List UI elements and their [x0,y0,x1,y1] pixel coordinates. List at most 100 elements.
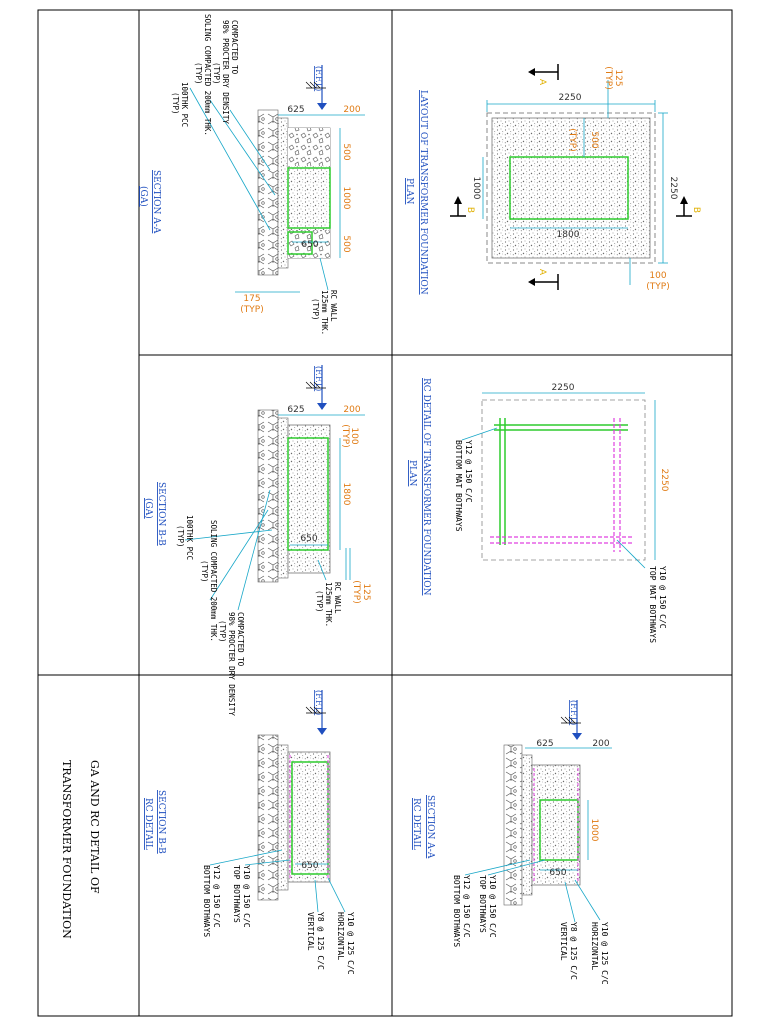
rc-aa-pcc [521,754,533,896]
ga-bb-title: SECTION B-B [156,482,166,546]
ga-aa-pit [287,167,331,229]
rc-plan-top-mat-1: Y10 @ 150 C/C [658,566,667,629]
ga-bb-dim-200: 200 [343,405,360,415]
ga-aa-note-wall-1: RC WALL [329,290,338,322]
ga-bb-note-compacted-1: COMPACTED TO [236,612,245,667]
rc-aa-dim-625: 625 [536,739,553,749]
rc-aa-note4-2: BOTTOM BOTHWAYS [452,875,461,947]
ground-symbols [305,81,581,724]
section-label-a-bottom: A [537,269,547,276]
rc-plan-top-mat-2: TOP MAT BOTHWAYS [648,566,657,643]
ga-aa-dim-500b: 500 [341,235,351,252]
rc-aa-soling [503,744,523,906]
plan-dim-125: 125 [613,69,623,86]
sheet-frame [37,9,733,1017]
rc-bb-pcc [277,744,289,891]
ga-aa-dim-200: 200 [343,105,360,115]
rc-plan-bottom-mat-1: Y12 @ 150 C/C [464,440,473,503]
ga-bb-pcc [277,417,289,579]
rc-bb-note3-1: Y10 @ 150 C/C [242,865,251,928]
rc-bb-ffl: (F.F.L) [314,690,323,715]
rc-section-bb: (F.F.L) 650 Y10 @ 125 C/C HORIZONTAL Y8 … [143,690,355,975]
ga-aa-pit-bottom [287,231,313,255]
rc-bb-note4-2: BOTTOM BOTHWAYS [202,865,211,937]
ga-aa-note-wall-2: 125mm THK. [320,290,329,335]
plan-dim-offset-typ: (TYP) [567,128,577,151]
rc-aa-title: SECTION A-A [425,795,435,859]
ga-bb-note-wall-2: 125mm THK. [324,582,333,627]
ga-bb-dim-100: 100 [349,427,359,444]
ga-aa-note-compacted-1: COMPACTED TO [230,20,239,75]
rc-bb-note1-1: Y10 @ 125 C/C [346,912,355,975]
rc-bb-soling [257,734,279,901]
ga-aa-subtitle: (GA) [138,186,149,207]
plan-dim-offset: 500 [589,131,599,148]
ga-bb-pit [287,437,329,551]
section-marker-a-top [528,64,559,80]
ga-aa-soling [257,109,279,276]
rc-bb-dim-650: 650 [301,861,318,871]
ga-aa-dim-175-typ: (TYP) [240,305,263,315]
rc-aa-note1-1: Y10 @ 125 C/C [600,922,609,985]
rc-plan-dim-top: 2250 [552,383,575,393]
rc-plan-outline [481,399,646,561]
rc-bb-subtitle: RC DETAIL [143,798,153,850]
ga-bb-note-wall-1: RC WALL [333,582,342,614]
ga-bb-note-wall-3: (TYP) [315,590,324,613]
ga-bb-dim-625: 625 [287,405,304,415]
ga-aa-note-pcc-2: (TYP) [171,92,180,115]
ga-aa-note-soling-2: (TYP) [194,62,203,85]
ga-aa-note-compacted-2: 98% PROCTER DRY DENSITY [221,20,230,124]
rc-bb-note3-2: TOP BOTHWAYS [232,865,241,923]
ga-aa-title: SECTION A-A [151,170,161,234]
plan-dim-100-typ: (TYP) [646,282,669,292]
ga-aa-dim-175: 175 [243,294,260,304]
plan-dim-overall-top: 2250 [559,93,582,103]
ga-aa-ffl: (F.F.L) [314,66,323,91]
ga-aa-pcc [277,117,289,269]
rc-bb-title: SECTION B-B [156,790,166,854]
ga-bb-dim-1800: 1800 [341,483,351,506]
ga-bb-note-pcc-1: 100THK PCC [185,515,194,560]
rc-bb-pit [291,761,329,875]
plan-dim-100: 100 [649,271,666,281]
rc-aa-note3-2: TOP BOTHWAYS [478,875,487,933]
rc-plan-dim-side: 2250 [659,469,669,492]
rc-aa-dim-200: 200 [592,739,609,749]
rc-aa-pit [539,799,579,861]
plan-outline-dashed [486,112,656,264]
rc-bb-note2-2: VERTICAL [306,912,315,951]
title-line-1: GA AND RC DETAIL OF [88,760,101,894]
rc-plan: 2250 2250 Y12 @ 150 C/C BOTTOM MAT BOTHW… [407,378,669,643]
ga-aa-note-wall-3: (TYP) [311,298,320,321]
ga-aa-dim-650: 650 [301,240,318,250]
ga-bb-subtitle: (GA) [143,498,154,519]
rc-aa-note2-2: VERTICAL [559,922,568,961]
rc-plan-subtitle: PLAN [407,460,417,487]
rc-aa-subtitle: RC DETAIL [411,798,421,850]
ga-aa-dim-500a: 500 [341,143,351,160]
section-label-b-left: B [465,207,475,213]
rc-aa-note4-1: Y12 @ 150 C/C [462,875,471,938]
rc-bb-note2-1: Y8 @ 125 C/C [316,912,325,970]
ga-bb-dim-125: 125 [361,583,371,600]
ga-bb-note-compacted-2: 98% PROCTER DRY DENSITY [227,612,236,716]
ga-aa-dim-625: 625 [287,105,304,115]
ga-aa-note-pcc-1: 100THK PCC [180,82,189,127]
section-marker-b-left [450,196,466,217]
rc-aa-note3-1: Y10 @ 150 C/C [488,875,497,938]
rc-bb-note1-2: HORIZONTAL [336,912,345,960]
rc-aa-note2-1: Y8 @ 125 C/C [569,922,578,980]
rc-section-aa: (F.F.L) 625 200 1000 650 Y10 @ 125 C/C H… [411,700,612,985]
section-label-b-right: B [691,207,701,213]
ga-bb-ffl: (F.F.L) [314,366,323,391]
rc-aa-dim-650: 650 [549,868,566,878]
layout-plan-subtitle: PLAN [404,178,414,205]
rc-bb-note4-1: Y12 @ 150 C/C [212,865,221,928]
ga-aa-note-soling-1: SOLING COMPACTED 200mm THK. [203,14,212,136]
section-marker-b-right [676,196,692,217]
title-block: GA AND RC DETAIL OF TRANSFORMER FOUNDATI… [60,760,101,939]
ga-bb-dim-100-typ: (TYP) [340,424,350,447]
ga-aa-note-compacted-3: (TYP) [212,62,221,85]
